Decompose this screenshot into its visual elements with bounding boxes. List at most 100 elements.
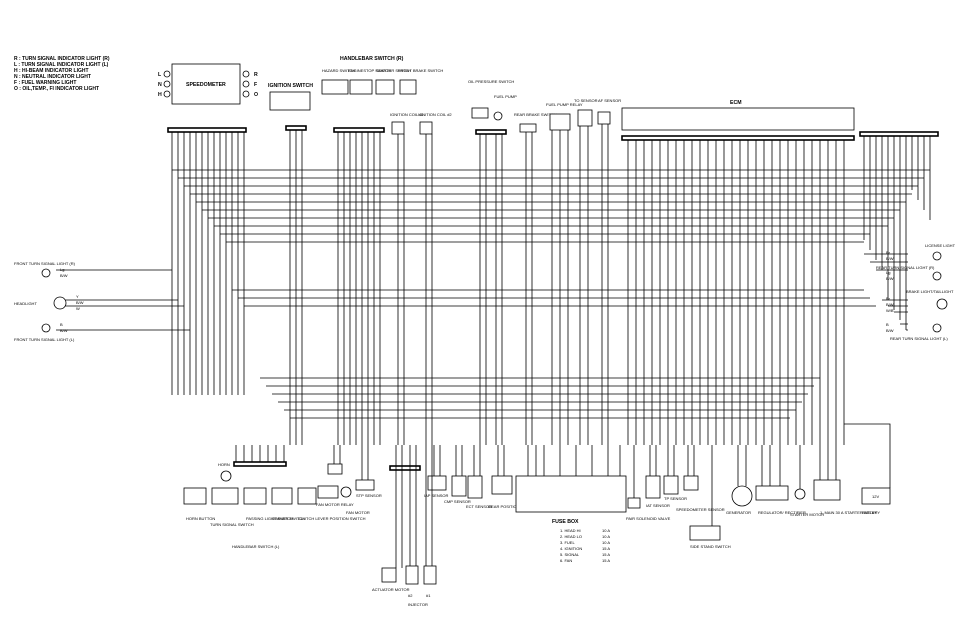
fuse-rating: 15 A [602,546,610,551]
to-sensor-label: TO SENSOR [574,98,598,103]
generator-icon [731,485,753,507]
wire-code: Lg [60,267,64,272]
wire-code: B [60,322,63,327]
legend-line: O : OIL,TEMP., FI INDICATOR LIGHT [14,86,99,92]
fuse-rating: 15 A [602,552,610,557]
regulator-label: REGULATOR/ RECTIFIER [758,510,806,515]
ecm-label: ECM [730,100,742,106]
bulb-icon [41,323,51,333]
handlebar-l-label: HANDLEBAR SWITCH (L) [232,544,280,549]
drops [235,445,837,568]
license-light-label: LICENSE LIGHT [925,243,956,248]
oil-pressure-label: OIL PRESSURE SWITCH [468,79,514,84]
ignition-coils: IGNITION COIL #1 IGNITION COIL #2 [390,112,452,135]
front-lights: FRONT TURN SIGNAL LIGHT (R) Lg B/W HEADL… [14,261,84,342]
rear-brake-label: REAR BRAKE SWITCH [514,112,557,117]
legend-line: R : TURN SIGNAL INDICATOR LIGHT (R) [14,56,110,62]
rear-lights: LICENSE LIGHT Br B/W REAR TURN SIGNAL LI… [876,243,956,341]
bulb-icon [163,70,171,78]
starter-motor-label: STARTER MOTOR [790,512,824,517]
horn-icon [220,470,232,482]
ign-coil2-label: IGNITION COIL #2 [418,112,452,117]
horn-button-label: HORN BUTTON [186,516,215,521]
vertical-wires [171,124,931,445]
sensors-row: IAP SENSOR CMP SENSOR ECT SENSOR GEAR PO… [424,475,537,509]
battery-label: BATTERY [862,510,880,515]
brake-tail-label: BRAKE LIGHT/TAILLIGHT [906,289,954,294]
fan-stp: FAN MOTOR RELAY FAN MOTOR STP SENSOR [316,463,382,515]
bulb-icon [163,80,171,88]
passing-switch-label: PASSING LIGHT SWITCH [246,516,293,521]
ect-sensor-label: ECT SENSOR [466,504,492,509]
clutch-switch-label: CLUTCH LEVER POSITION SWITCH [298,516,366,521]
pair-valve-label: PAIR SOLENOID VALVE [626,516,671,521]
bulb-icon [41,268,51,278]
wire-code: W [76,306,80,311]
front-turn-l-label: FRONT TURN SIGNAL LIGHT (L) [14,337,75,342]
handlebar-switch-r: HANDLEBAR SWITCH (R) HAZARD SWITCH ENGIN… [321,56,443,133]
bulb-icon [932,251,942,261]
fuse-rating: 15 A [602,558,610,563]
battery-voltage: 12V [872,494,879,499]
wire-code: W/B [886,308,894,313]
gear-position-label: GEAR POSITION SWITCH [488,504,537,509]
starter-label: STARTER SWITCH [376,68,411,73]
hazard-label: HAZARD SWITCH [322,68,355,73]
injector-2-label: #2 [408,593,413,598]
wire-code: B/W [886,302,894,307]
cmp-sensor-label: CMP SENSOR [444,499,471,504]
rear-brake-relays: REAR BRAKE SWITCH FUEL PUMP RELAY TO SEN… [514,98,621,133]
wire-code: B/W [886,276,894,281]
dimmer-switch-label: DIMMER SWITCH [272,516,305,521]
fuel-pump-label: FUEL PUMP [494,94,517,99]
fuse-box-label: FUSE BOX [552,519,579,525]
bulb-icon [242,90,250,98]
bulb-icon [242,70,250,78]
actuator-injector: ACTUATOR MOTOR #2 #1 INJECTOR [372,465,437,607]
fan-motor-label: FAN MOTOR [346,510,370,515]
headlight-label: HEADLIGHT [14,301,37,306]
legend-line: L : TURN SIGNAL INDICATOR LIGHT (L) [14,62,109,68]
legend-line: N : NEUTRAL INDICATOR LIGHT [14,74,91,80]
indicator-letter: R [254,72,258,78]
bulb-icon [932,323,942,333]
ignition-switch-label: IGNITION SWITCH [268,83,313,89]
front-brake-label: FRONT BRAKE SWITCH [398,68,443,73]
stp-sensor-label: STP SENSOR [356,493,382,498]
fuse-name: 2. HEAD LO [560,534,582,539]
fan-relay-label: FAN MOTOR RELAY [316,502,354,507]
wire-code: B [886,322,889,327]
fuel-pump-icon [493,111,503,121]
horizontal-wires [56,169,930,419]
indicator-letter: H [158,92,162,98]
turn-switch-label: TURN SIGNAL SWITCH [210,522,254,527]
starter-motor-icon [794,488,806,500]
starter-relay-label: 1. MAIN 30 A STARTER RELAY [820,510,877,515]
fuse-name: 3. FUEL [560,540,575,545]
side-stand-label: SIDE STAND SWITCH [690,544,731,549]
legend-line: F : FUEL WARNING LIGHT [14,80,76,86]
lower-right: PAIR SOLENOID VALVE IAT SENSOR TP SENSOR… [626,423,891,549]
wire-code: Br [886,296,891,301]
legend: R : TURN SIGNAL INDICATOR LIGHT (R) L : … [14,56,110,92]
fuel-pump-relay-label: FUEL PUMP RELAY [546,102,583,107]
legend-line: H : HI-BEAM INDICATOR LIGHT [14,68,89,74]
injector-1-label: #1 [426,593,431,598]
actuator-motor-label: ACTUATOR MOTOR [372,587,410,592]
wire-code: B/W [60,328,68,333]
bulb-icon [163,90,171,98]
engine-stop-label: ENGINESTOP SWITCH [348,68,391,73]
fuse-name: 1. HEAD HI [560,528,581,533]
wire-code: B/W [76,300,84,305]
front-turn-r-label: FRONT TURN SIGNAL LIGHT (R) [14,261,76,266]
speedometer: SPEEDOMETER L N H R F O [158,63,258,133]
bulb-icon [932,271,942,281]
bulb-icon [936,298,948,310]
speed-sensor-label: SPEEDOMETER SENSOR [676,507,725,512]
wire-code: B/W [886,256,894,261]
iat-sensor-label: IAT SENSOR [646,503,670,508]
ignition-switch: IGNITION SWITCH [268,83,313,131]
headlight-icon [53,296,67,310]
rear-turn-r-label: REAR TURN SIGNAL LIGHT (R) [876,265,935,270]
